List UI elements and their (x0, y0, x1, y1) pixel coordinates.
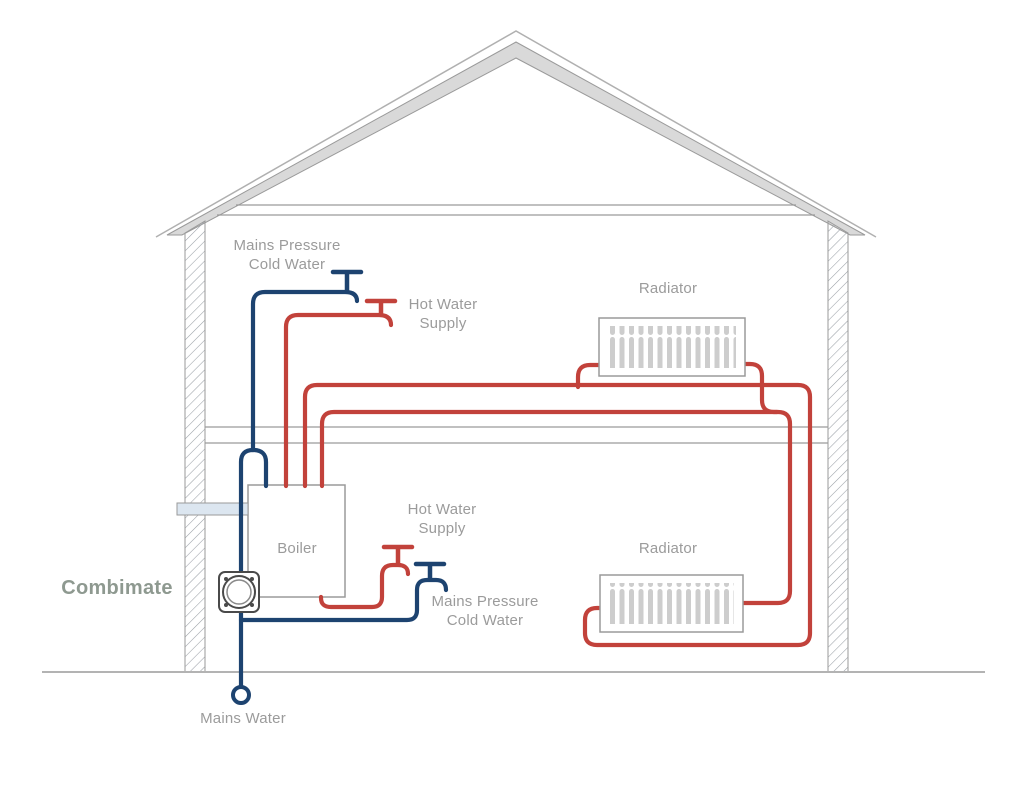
mains-water-connector-icon (231, 685, 251, 705)
cold-tap-upper-icon (330, 269, 364, 293)
boiler-box (247, 484, 346, 598)
heating-flow-pipe (302, 382, 813, 648)
label-hot-water-supply-lower: Hot Water Supply (408, 500, 477, 538)
cold-riser-stem (250, 289, 360, 453)
cold-riser-left-leg (238, 447, 256, 690)
label-mains-water: Mains Water (200, 710, 286, 727)
upper-radiator-right-stub (741, 361, 780, 415)
label-line: Supply (419, 315, 467, 332)
hot-supply-upper-pipe (283, 312, 394, 489)
boiler-flue (176, 502, 249, 516)
cold-branch-lower-pipe (238, 577, 449, 623)
radiator-lower-fins (609, 583, 734, 624)
hot-water-pipes (283, 298, 813, 648)
roof (166, 41, 866, 236)
label-line: Supply (418, 520, 466, 537)
label-line: Mains Pressure (431, 593, 539, 610)
label-boiler: Boiler (277, 540, 317, 557)
label-radiator-lower: Radiator (638, 540, 698, 557)
label-mains-pressure-cold-water-top: Mains Pressure Cold Water (233, 236, 340, 274)
upper-radiator-left-stub (575, 362, 603, 390)
label-mains-pressure-cold-water-lower: Mains Pressure Cold Water (431, 592, 538, 630)
cold-to-boiler-leg (250, 447, 269, 489)
radiator-lower (599, 574, 744, 633)
right-wall (827, 220, 849, 673)
label-line: Cold Water (248, 256, 326, 273)
label-radiator-upper: Radiator (638, 280, 698, 297)
cold-water-pipes (238, 269, 449, 690)
hot-supply-lower-pipe (318, 562, 411, 610)
radiator-upper (598, 317, 746, 377)
hot-tap-upper-icon (364, 298, 398, 316)
heating-return-pipe (319, 409, 793, 606)
label-line: Hot Water (407, 501, 477, 518)
label-line: Hot Water (408, 296, 478, 313)
label-hot-water-supply-upper: Hot Water Supply (409, 295, 478, 333)
hot-tap-lower-icon (381, 544, 415, 566)
combimate-device-icon (218, 571, 260, 613)
radiator-upper-fins (608, 326, 736, 368)
cold-tap-lower-icon (413, 561, 447, 581)
label-line: Cold Water (446, 612, 524, 629)
left-wall (184, 220, 206, 673)
label-line: Mains Pressure (233, 237, 341, 254)
roof-ridge-line (155, 30, 877, 238)
label-combimate: Combimate (61, 577, 173, 599)
